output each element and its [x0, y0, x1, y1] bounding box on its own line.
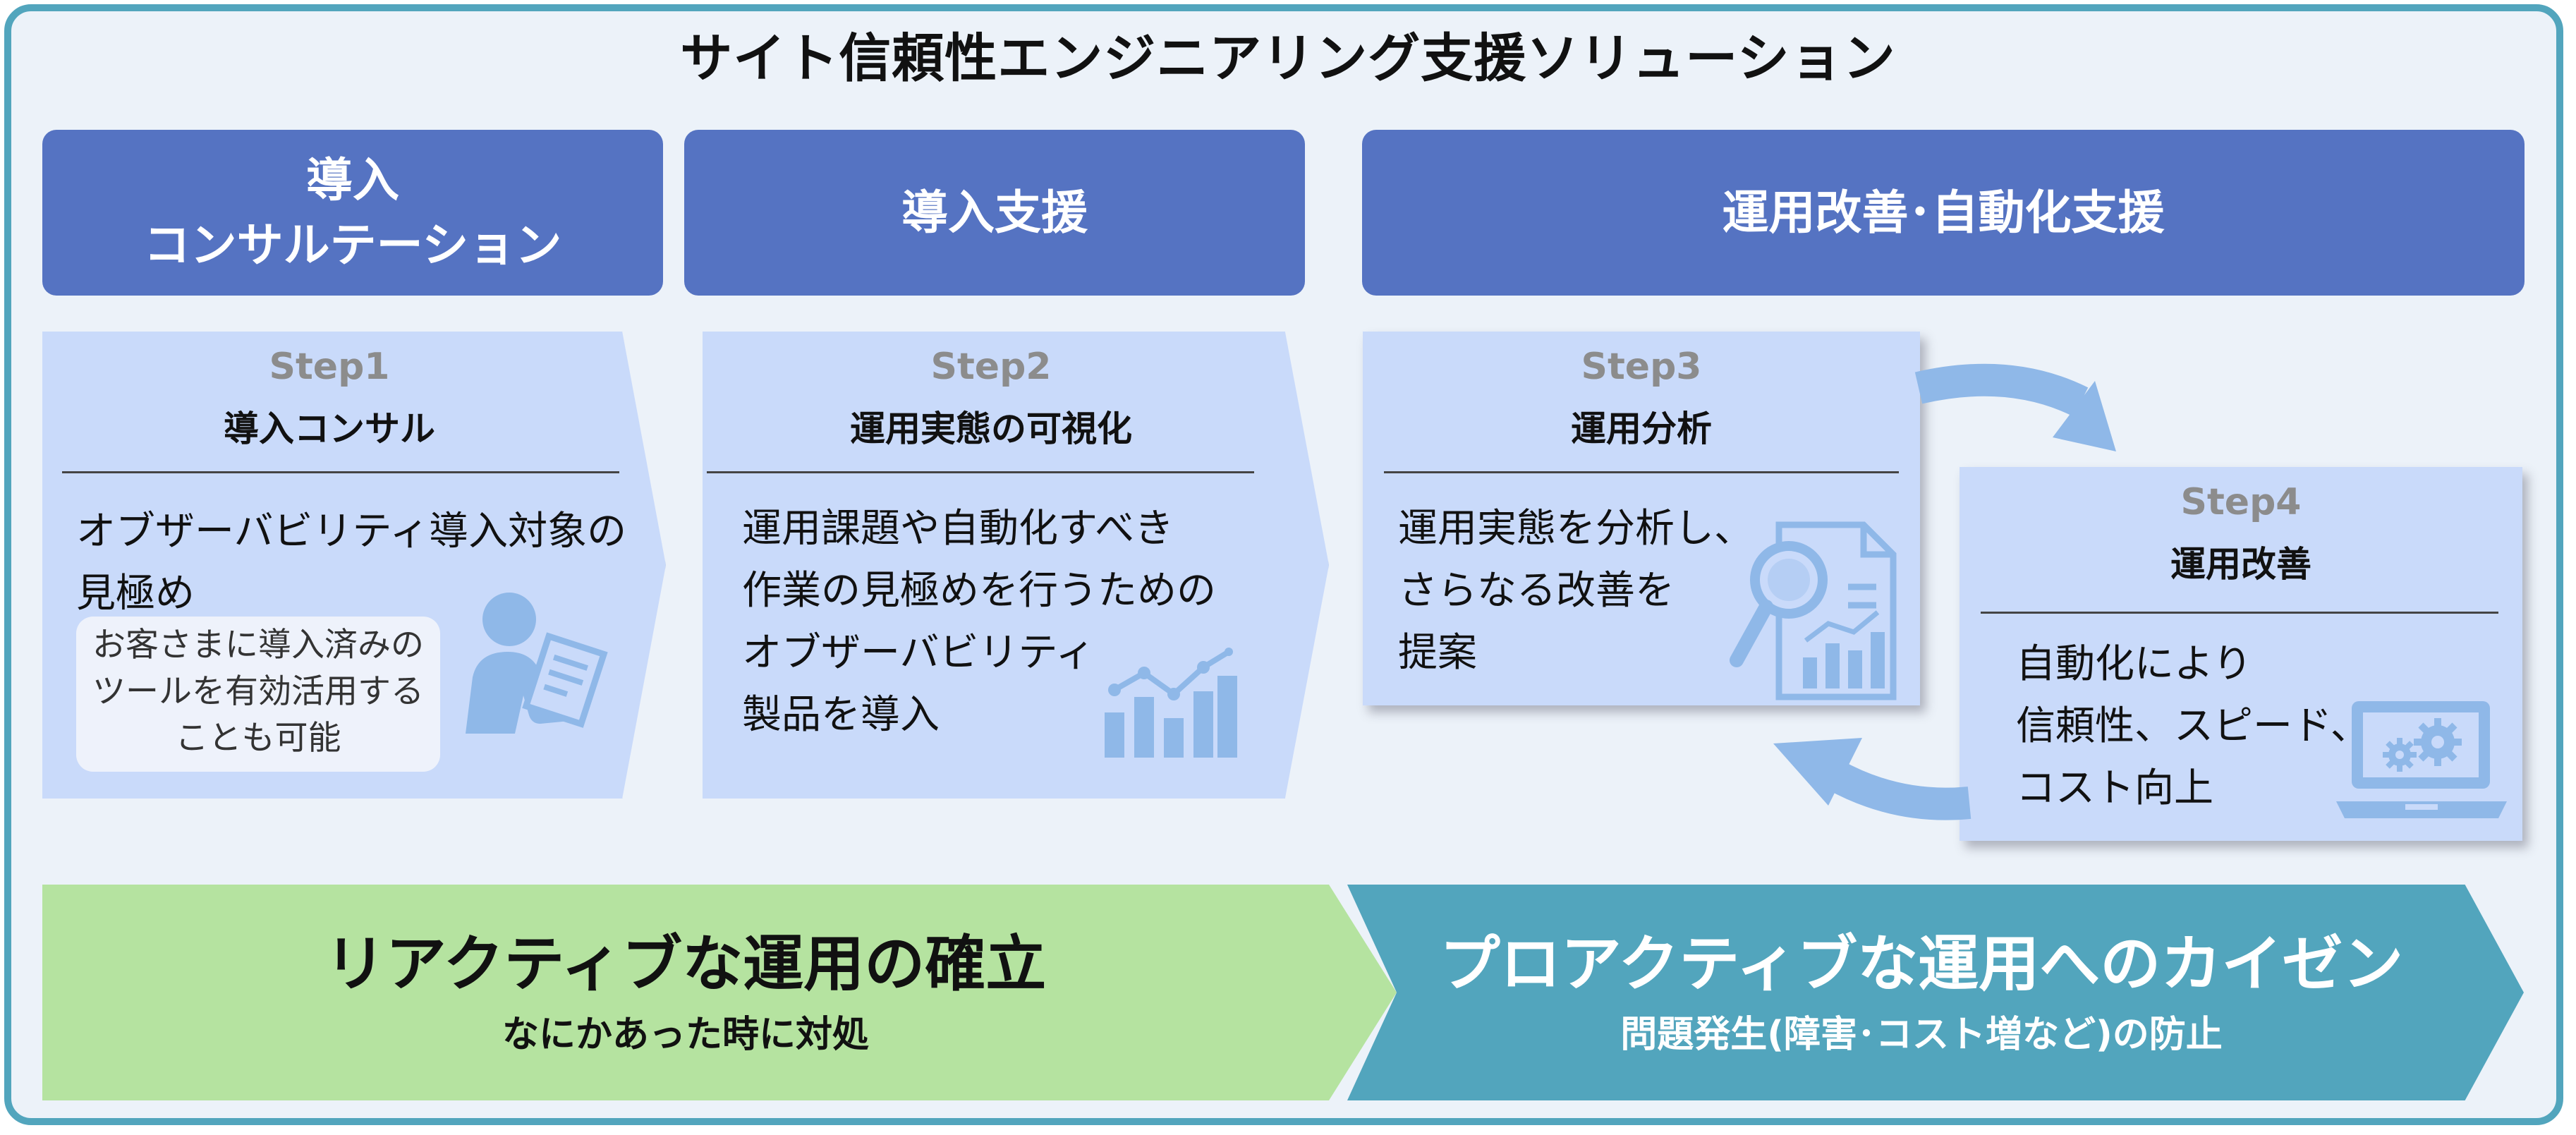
phase-header-label: 導入支援: [901, 185, 1088, 240]
step-name: 導入コンサル: [224, 408, 435, 449]
step-number: Step1: [269, 346, 390, 388]
description-line: 運用実態を分析し、: [1398, 506, 1754, 552]
note-line: ツールを有効活用する: [92, 672, 424, 711]
step-card-4: Step4 運用改善 自動化により 信頼性、スピード、 コスト向上: [1960, 467, 2522, 841]
step-name: 運用分析: [1571, 408, 1712, 449]
magnifier-report-icon: [1730, 521, 1897, 700]
band-title: リアクティブな運用の確立: [324, 929, 1047, 1000]
page-title: サイト信頼性エンジニアリング支援ソリューション: [680, 28, 1896, 89]
phase-header-consulting: 導入 コンサルテーション: [42, 130, 663, 296]
divider: [707, 471, 1254, 473]
description-line: さらなる改善を: [1398, 568, 1675, 614]
laptop-gears-icon: [2336, 701, 2507, 818]
phase-header-line1: 導入: [306, 152, 399, 207]
divider: [62, 471, 619, 473]
description-line: 信頼性、スピード、: [2016, 703, 2370, 749]
cycle-arrow-forward: [1914, 363, 2116, 451]
step-note: お客さまに導入済みの ツールを有効活用する ことも可能: [76, 617, 440, 772]
note-line: お客さまに導入済みの: [92, 626, 424, 664]
description-line: コスト向上: [2016, 765, 2213, 811]
band-reactive: リアクティブな運用の確立 なにかあった時に対処: [42, 885, 1397, 1100]
description-line: 見極め: [76, 571, 195, 617]
divider: [1384, 471, 1899, 473]
description-line: オブザーバビリティ: [742, 630, 1095, 676]
step-description: 運用課題や自動化すべき 作業の見極めを行うための オブザーバビリティ 製品を導入: [742, 498, 1306, 746]
phase-header-implementation: 導入支援: [684, 130, 1305, 296]
step-card-1: Step1 導入コンサル オブザーバビリティ導入対象の 見極め お客さまに導入済…: [42, 332, 666, 799]
description-line: 製品を導入: [742, 692, 940, 738]
bar-chart-trend-icon: [1105, 648, 1237, 758]
step-description: オブザーバビリティ導入対象の 見極め: [76, 501, 640, 625]
description-line: 自動化により: [2016, 641, 2252, 687]
step-card-3: Step3 運用分析 運用実態を分析し、 さらなる改善を 提案: [1363, 332, 1920, 705]
step-description: 運用実態を分析し、 さらなる改善を 提案: [1398, 498, 1793, 684]
cycle-arrow-back: [1773, 738, 1972, 820]
step-name: 運用改善: [2170, 544, 2311, 585]
step-number: Step2: [930, 346, 1052, 388]
step-description: 自動化により 信頼性、スピード、 コスト向上: [2016, 633, 2411, 820]
phase-header-label: 運用改善･自動化支援: [1722, 185, 2165, 240]
band-title: プロアクティブな運用へのカイゼン: [1439, 929, 2404, 1000]
description-line: 作業の見極めを行うための: [742, 568, 1216, 614]
step-name: 運用実態の可視化: [850, 408, 1132, 449]
description-line: 運用課題や自動化すべき: [742, 506, 1174, 552]
band-subtitle: なにかあった時に対処: [502, 1014, 869, 1056]
divider: [1981, 612, 2498, 614]
step-number: Step3: [1581, 346, 1702, 388]
person-writing-document-icon: [466, 593, 608, 734]
band-subtitle: 問題発生(障害･コスト増など)の防止: [1620, 1014, 2223, 1056]
step-card-2: Step2 運用実態の可視化 運用課題や自動化すべき 作業の見極めを行うための …: [703, 332, 1329, 799]
band-proactive: プロアクティブな運用へのカイゼン 問題発生(障害･コスト増など)の防止: [1347, 885, 2524, 1100]
phase-header-line2: コンサルテーション: [143, 217, 562, 272]
description-line: 提案: [1398, 630, 1477, 676]
description-line: オブザーバビリティ導入対象の: [76, 509, 627, 554]
note-line: ことも可能: [175, 719, 341, 758]
step-number: Step4: [2180, 481, 2302, 523]
phase-header-improvement: 運用改善･自動化支援: [1362, 130, 2525, 296]
